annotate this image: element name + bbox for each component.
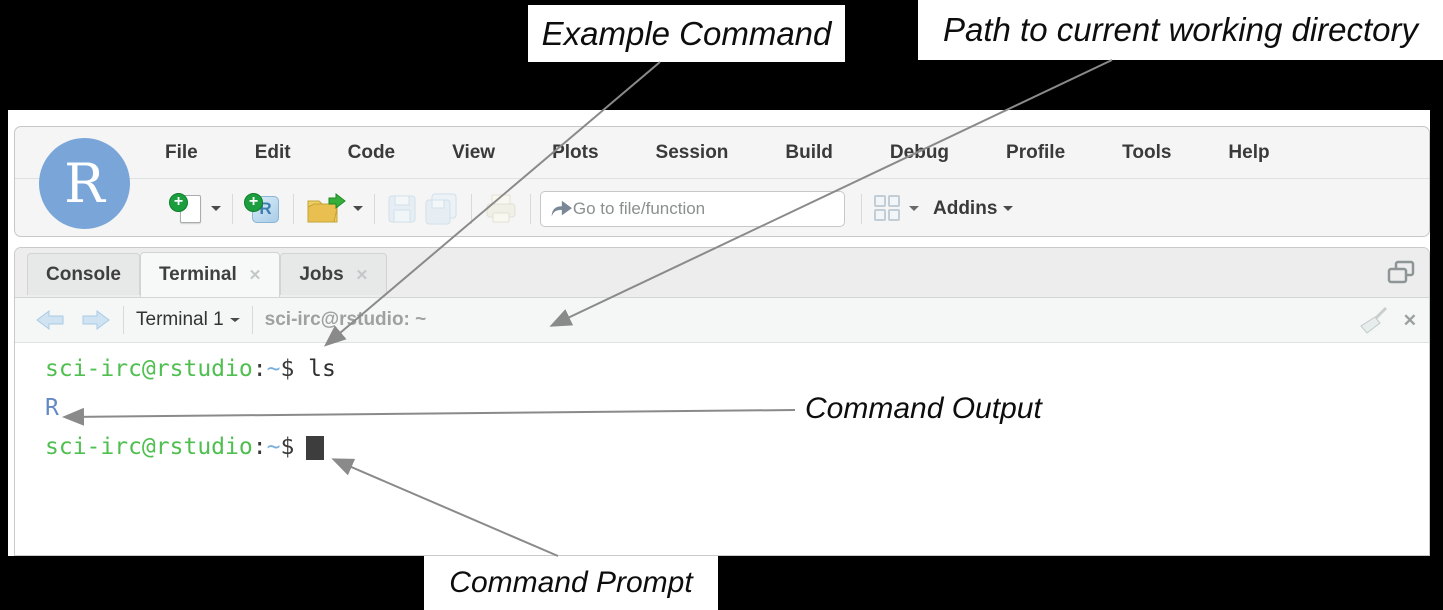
menu-edit[interactable]: Edit [254,142,291,163]
tab-jobs[interactable]: Jobs ✕ [280,253,388,295]
tab-terminal-close-icon[interactable]: ✕ [248,267,262,284]
rstudio-window: R File Edit Code View Plots Session Buil… [14,126,1430,237]
goto-file-input[interactable] [572,198,836,219]
rstudio-logo: R [39,138,130,229]
console-pane: Console Terminal ✕ Jobs ✕ [14,247,1430,556]
new-project-button[interactable]: R+ [242,191,284,227]
pane-layout-button[interactable] [871,194,921,224]
addins-caret-icon [1003,206,1014,211]
close-terminal-icon[interactable]: ✕ [1402,310,1417,330]
prompt-colon: : [252,356,267,382]
addins-button[interactable]: Addins [921,198,1015,220]
menu-view[interactable]: View [452,142,496,163]
tab-jobs-close-icon[interactable]: ✕ [355,266,369,284]
addins-label: Addins [933,197,998,219]
terminal-line-command: sci-irc@rstudio:~$ ls [45,350,1429,389]
save-all-icon [425,193,457,224]
menu-help[interactable]: Help [1228,142,1270,163]
rstudio-logo-letter: R [64,151,105,215]
save-button[interactable] [384,193,420,225]
goto-arrow-icon [551,200,572,216]
menu-plots[interactable]: Plots [552,142,599,163]
annotation-command-prompt: Command Prompt [424,556,718,610]
new-file-caret-icon[interactable] [211,206,221,211]
save-icon [388,195,416,222]
prompt-dollar: $ [280,434,295,460]
pane-layout-caret-icon[interactable] [909,206,919,211]
terminal-selector-label: Terminal 1 [136,309,224,330]
menu-profile[interactable]: Profile [1006,142,1066,163]
menu-tools[interactable]: Tools [1122,142,1172,163]
terminal-line-prompt: sci-irc@rstudio:~$ [45,428,1429,467]
prompt-user: sci-irc@rstudio [45,434,253,460]
menu-build[interactable]: Build [785,142,833,163]
print-icon [486,194,516,222]
maximize-pane-icon [1387,260,1415,284]
back-arrow-icon[interactable] [35,307,67,333]
annotation-command-output: Command Output [805,392,1042,425]
prompt-colon: : [252,434,267,460]
pane-tab-strip: Console Terminal ✕ Jobs ✕ [15,248,1429,298]
typed-command: ls [308,356,336,382]
open-folder-icon [307,192,346,222]
terminal-toolbar: Terminal 1 sci-irc@rstudio: ~ ✕ [15,298,1429,343]
menu-bar: File Edit Code View Plots Session Build … [15,127,1429,179]
new-file-button[interactable]: + [167,191,223,227]
terminal-output-area[interactable]: sci-irc@rstudio:~$ ls R sci-irc@rstudio:… [15,343,1429,555]
prompt-tilde: ~ [266,434,281,460]
main-toolbar: + R+ [15,180,1429,237]
tab-terminal-label: Terminal [158,264,237,285]
annotation-example-command: Example Command [528,5,845,62]
screenshot-backdrop: R File Edit Code View Plots Session Buil… [8,110,1430,556]
tab-jobs-label: Jobs [299,263,344,285]
open-file-caret-icon[interactable] [353,206,363,211]
terminal-cwd-path: sci-irc@rstudio: ~ [264,309,427,330]
prompt-dollar: $ [280,356,295,382]
menu-code[interactable]: Code [347,142,396,163]
clear-terminal-broom-icon[interactable] [1355,306,1389,336]
menu-debug[interactable]: Debug [889,142,950,163]
prompt-user: sci-irc@rstudio [45,356,253,382]
tab-terminal[interactable]: Terminal ✕ [139,252,281,297]
open-file-button[interactable] [303,192,365,226]
print-button[interactable] [481,193,521,225]
menu-session[interactable]: Session [655,142,729,163]
new-file-icon: + [169,191,205,227]
menu-file[interactable]: File [165,142,198,163]
command-output-text: R [45,395,59,421]
tab-console[interactable]: Console [27,253,140,295]
terminal-selector-caret-icon [229,318,240,322]
forward-arrow-icon[interactable] [79,307,111,333]
prompt-tilde: ~ [266,356,281,382]
terminal-line-output: R [45,389,1429,428]
new-project-icon: R+ [244,191,282,227]
pane-layout-icon [873,194,903,224]
terminal-cursor [306,436,325,460]
save-all-button[interactable] [420,192,462,226]
tab-console-label: Console [46,263,121,285]
maximize-pane-button[interactable] [1387,260,1415,291]
terminal-selector[interactable]: Terminal 1 [136,309,240,331]
goto-file-search[interactable] [540,190,845,227]
annotation-path-to-cwd: Path to current working directory [918,0,1443,60]
